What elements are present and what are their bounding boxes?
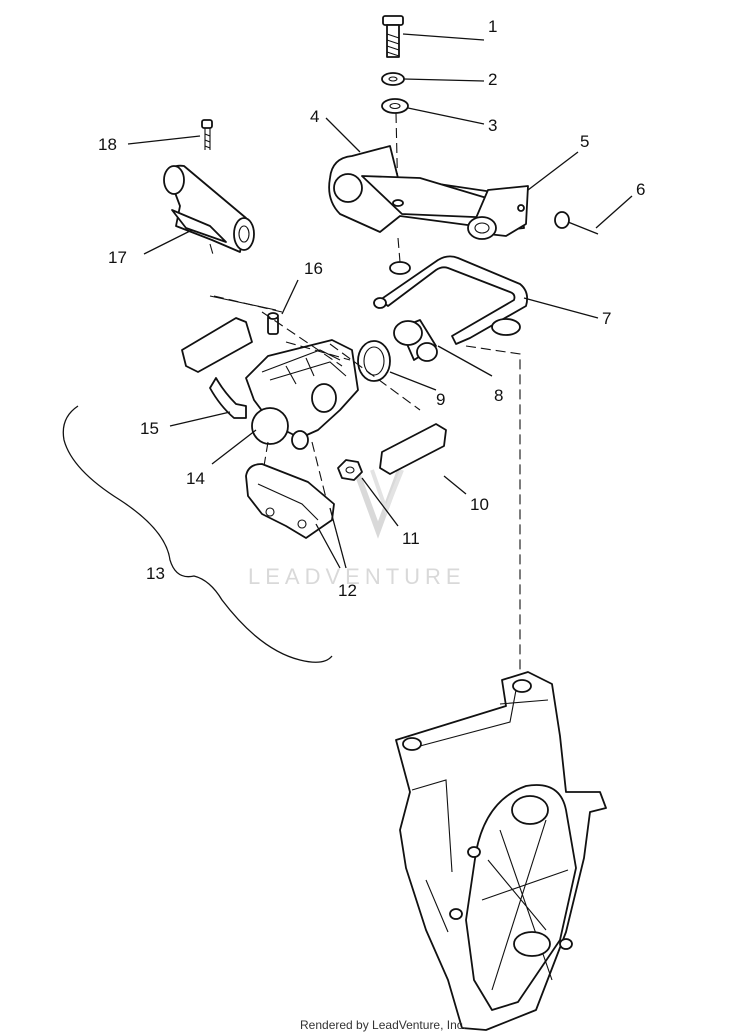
part-bushing <box>393 319 438 362</box>
callout-3: 3 <box>488 116 497 135</box>
callout-8: 8 <box>494 386 503 405</box>
callout-11: 11 <box>402 529 420 548</box>
part-brake-pads <box>245 463 335 539</box>
callout-18: 18 <box>98 135 117 154</box>
part-bolt <box>382 15 404 58</box>
callout-9: 9 <box>436 390 445 409</box>
callout-10: 10 <box>470 495 489 514</box>
part-caliper-body <box>209 339 359 499</box>
callout-17: 17 <box>108 248 127 267</box>
callout-5: 5 <box>580 132 589 151</box>
part-small-screw <box>201 119 213 150</box>
part-lock-washer <box>381 72 405 86</box>
part-mounting-bracket <box>328 145 529 240</box>
callout-7: 7 <box>602 309 611 328</box>
callout-12: 12 <box>338 581 357 600</box>
part-nut <box>337 459 363 481</box>
part-flat-washer <box>381 98 409 114</box>
callout-16: 16 <box>304 259 323 278</box>
watermark-text: LEADVENTURE <box>248 564 466 589</box>
part-caliper-bracket-loop <box>373 255 529 345</box>
part-lower-shim <box>379 423 447 475</box>
render-credit: Rendered by LeadVenture, Inc. <box>300 1018 466 1032</box>
part-screw <box>554 211 599 235</box>
leader-lines <box>127 33 633 569</box>
callout-1: 1 <box>488 17 497 36</box>
part-chaincase-housing <box>395 671 607 1031</box>
callout-4: 4 <box>310 107 319 126</box>
callout-labels: 1 2 3 4 5 6 7 8 9 10 11 12 13 14 15 16 1… <box>98 17 645 600</box>
assembly-brace <box>62 405 333 663</box>
callout-15: 15 <box>140 419 159 438</box>
part-bleeder-screw <box>267 312 279 335</box>
part-hydraulic-cylinder <box>163 164 255 259</box>
part-o-ring <box>357 340 391 382</box>
callout-14: 14 <box>186 469 205 488</box>
callout-6: 6 <box>636 180 645 199</box>
callout-13: 13 <box>146 564 165 583</box>
callout-2: 2 <box>488 70 497 89</box>
